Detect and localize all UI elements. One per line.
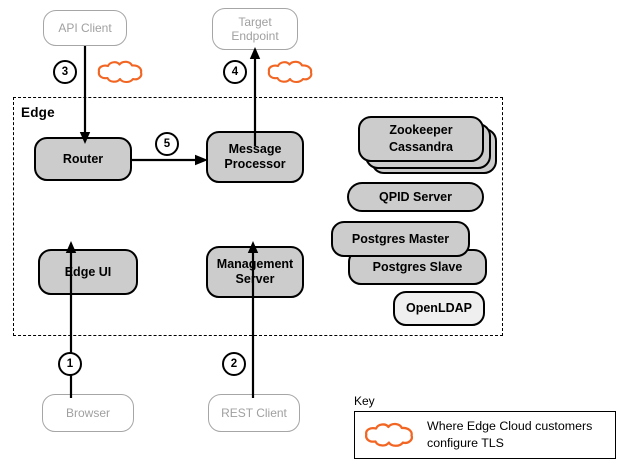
node-openldap[interactable]: OpenLDAP xyxy=(393,291,485,326)
cloud-icon-tls-4 xyxy=(265,60,317,84)
edge-boundary-label: Edge xyxy=(21,105,55,120)
node-postgres-master-label: Postgres Master xyxy=(351,231,450,246)
node-management-server-label: Management Server xyxy=(216,257,294,286)
node-edge-ui-label: Edge UI xyxy=(64,264,112,279)
node-openldap-label: OpenLDAP xyxy=(406,301,472,316)
node-rest-client[interactable]: REST Client xyxy=(208,394,300,432)
key-title: Key xyxy=(354,394,375,408)
marker-2: 2 xyxy=(222,352,246,376)
node-target-endpoint-label: Target Endpoint xyxy=(231,14,279,43)
marker-5: 5 xyxy=(155,132,179,156)
marker-5-label: 5 xyxy=(163,138,171,150)
connector-router-to-message-processor xyxy=(131,153,209,167)
node-message-processor-label: Message Processor xyxy=(224,142,286,171)
node-edge-ui[interactable]: Edge UI xyxy=(38,249,138,295)
node-zookeeper-label: Zookeeper xyxy=(389,123,453,138)
node-rest-client-label: REST Client xyxy=(221,405,287,420)
marker-4-label: 4 xyxy=(231,66,239,78)
node-browser-label: Browser xyxy=(65,405,110,420)
connector-message-processor-to-target-endpoint xyxy=(248,46,262,146)
node-router-label: Router xyxy=(62,151,104,166)
node-zookeeper-cassandra[interactable]: Zookeeper Cassandra xyxy=(358,116,484,162)
node-qpid-server[interactable]: QPID Server xyxy=(347,182,484,212)
node-target-endpoint[interactable]: Target Endpoint xyxy=(212,8,298,50)
node-qpid-server-label: QPID Server xyxy=(379,189,452,204)
marker-1-label: 1 xyxy=(66,358,74,370)
marker-3: 3 xyxy=(53,60,77,84)
node-cassandra-label: Cassandra xyxy=(389,140,453,154)
node-browser[interactable]: Browser xyxy=(42,394,134,432)
cloud-icon-key xyxy=(362,422,418,448)
node-router[interactable]: Router xyxy=(34,137,132,181)
cloud-icon-tls-3 xyxy=(95,60,147,84)
marker-4: 4 xyxy=(223,60,247,84)
node-api-client[interactable]: API Client xyxy=(43,10,127,46)
node-postgres-slave-label: Postgres Slave xyxy=(372,259,463,274)
marker-3-label: 3 xyxy=(61,66,69,78)
edge-boundary xyxy=(13,97,503,336)
connector-rest-client-to-management-server xyxy=(246,240,260,398)
connector-api-client-to-router xyxy=(78,46,92,146)
node-api-client-label: API Client xyxy=(58,20,112,35)
marker-1: 1 xyxy=(58,352,82,376)
key-description: Where Edge Cloud customers configure TLS xyxy=(427,419,593,450)
node-management-server[interactable]: Management Server xyxy=(206,246,304,298)
marker-2-label: 2 xyxy=(230,358,238,370)
node-postgres-master[interactable]: Postgres Master xyxy=(331,221,470,257)
